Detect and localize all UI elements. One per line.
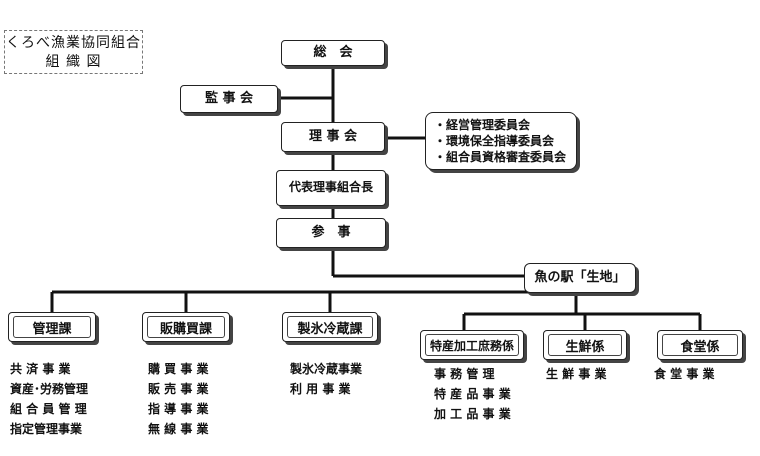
duties-seihyo: 製氷冷蔵事業 利 用 事 業 xyxy=(290,359,362,399)
duty-item: 食 堂 事 業 xyxy=(654,367,715,381)
duty-item: 加 工 品 事 業 xyxy=(434,407,511,421)
committees-box: ・経営管理委員会 ・環境保全指導委員会 ・組合員資格審査委員会 xyxy=(425,112,577,170)
dept-label: 管理課 xyxy=(32,321,72,337)
section-label: 生鮮係 xyxy=(565,339,605,355)
dept-kanri: 管理課 xyxy=(8,312,96,342)
duty-item: 購 買 事 業 xyxy=(148,362,209,376)
board-box: 理 事 会 xyxy=(281,122,385,152)
president-label: 代表理事組合長 xyxy=(288,180,373,194)
committee-item: ・組合員資格審査委員会 xyxy=(434,150,567,164)
counselor-box: 参 事 xyxy=(276,218,386,248)
duties-hankobai: 購 買 事 業 販 売 事 業 指 導 事 業 無 線 事 業 xyxy=(148,359,209,439)
auditors-box: 監 事 会 xyxy=(180,85,278,113)
board-label: 理 事 会 xyxy=(308,129,358,144)
duties-kanri: 共 済 事 業 資産･労務管理 組 合 員 管 理 指定管理事業 xyxy=(10,359,88,439)
duty-item: 生 鮮 事 業 xyxy=(546,367,607,381)
duties-shokudo: 食 堂 事 業 xyxy=(654,364,715,384)
station-label: 魚の駅「生地」 xyxy=(534,270,626,285)
duties-tokusan: 事 務 管 理 特 産 品 事 業 加 工 品 事 業 xyxy=(434,364,511,424)
duty-item: 製氷冷蔵事業 xyxy=(290,362,363,376)
president-box: 代表理事組合長 xyxy=(276,170,386,206)
committee-item: ・経営管理委員会 xyxy=(434,118,531,132)
duty-item: 組 合 員 管 理 xyxy=(10,402,87,416)
duty-item: 事 務 管 理 xyxy=(434,367,495,381)
duty-item: 共 済 事 業 xyxy=(10,362,71,376)
auditors-label: 監 事 会 xyxy=(204,91,254,106)
duties-seisen: 生 鮮 事 業 xyxy=(546,364,607,384)
duty-item: 指定管理事業 xyxy=(10,422,83,436)
section-seisen: 生鮮係 xyxy=(543,330,627,360)
duty-item: 販 売 事 業 xyxy=(148,382,209,396)
general-meeting-box: 総 会 xyxy=(281,40,385,66)
general-meeting-label: 総 会 xyxy=(313,45,353,60)
dept-seihyo: 製氷冷蔵課 xyxy=(282,312,378,342)
dept-hankobai: 販購買課 xyxy=(142,312,230,342)
committee-item: ・環境保全指導委員会 xyxy=(434,134,555,148)
section-label: 特産加工庶務係 xyxy=(429,338,514,353)
dept-label: 製氷冷蔵課 xyxy=(297,321,363,337)
duty-item: 特 産 品 事 業 xyxy=(434,387,511,401)
dept-label: 販購買課 xyxy=(159,321,212,337)
org-name: くろべ漁業協同組合 xyxy=(6,35,141,51)
section-label: 食堂係 xyxy=(680,339,720,355)
duty-item: 指 導 事 業 xyxy=(148,402,209,416)
duty-item: 利 用 事 業 xyxy=(290,382,351,396)
section-shokudo: 食堂係 xyxy=(657,330,743,360)
counselor-label: 参 事 xyxy=(311,225,351,240)
chart-subtitle: 組 織 図 xyxy=(45,54,102,70)
station-box: 魚の駅「生地」 xyxy=(524,263,636,293)
section-tokusan: 特産加工庶務係 xyxy=(420,330,524,360)
chart-title: くろべ漁業協同組合 組 織 図 xyxy=(4,30,143,74)
duty-item: 無 線 事 業 xyxy=(148,422,209,436)
duty-item: 資産･労務管理 xyxy=(10,382,89,396)
